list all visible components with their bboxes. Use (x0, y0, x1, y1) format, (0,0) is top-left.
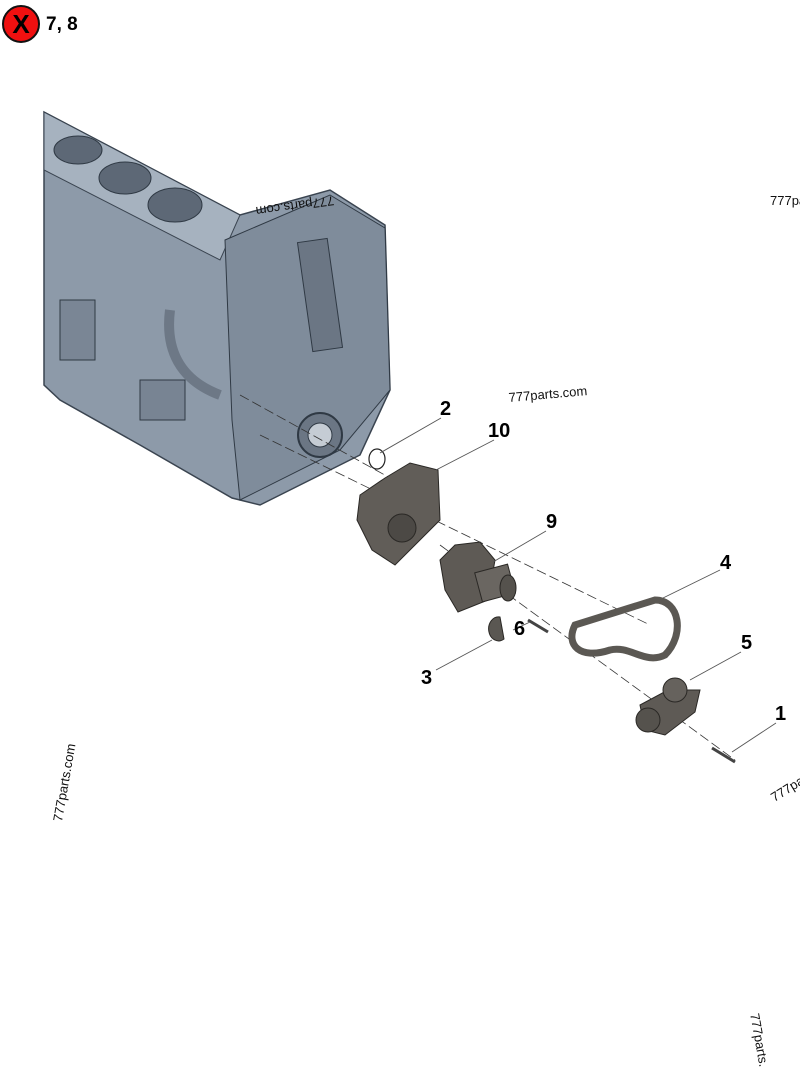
bolt-part-1 (711, 746, 736, 764)
housing-part-10 (356, 462, 441, 566)
plug-part-3 (488, 616, 505, 642)
excluded-x-badge-icon: X (2, 5, 40, 43)
callout-6: 6 (514, 618, 526, 640)
leader-lines (379, 417, 777, 753)
belt-part-4 (568, 596, 681, 662)
callout-4: 4 (720, 552, 732, 574)
callout-5: 5 (741, 632, 753, 654)
callout-9: 9 (546, 511, 558, 533)
o-ring-part-2 (368, 448, 386, 470)
callout-10: 10 (488, 420, 511, 442)
callout-2: 2 (440, 398, 452, 420)
bolt-part-6 (527, 618, 549, 634)
badge-symbol: X (12, 8, 30, 39)
water-pump-part-9 (439, 541, 517, 613)
tensioner-part-5 (635, 677, 701, 736)
watermark: 777pa (770, 193, 800, 208)
callout-3: 3 (421, 667, 433, 689)
engine-block (43, 110, 391, 506)
callout-1: 1 (775, 703, 787, 725)
badge-refs: 7, 8 (46, 14, 78, 35)
